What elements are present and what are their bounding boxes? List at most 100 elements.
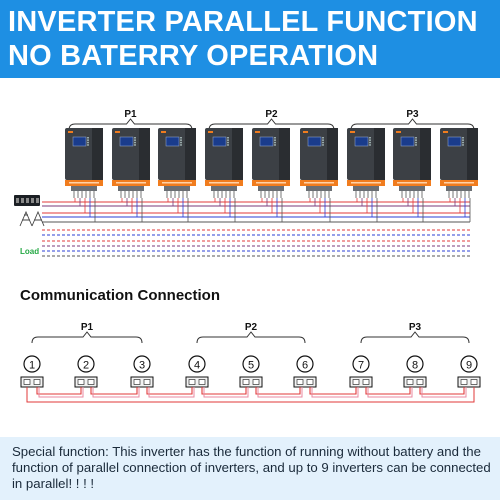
comm-link-pink (203, 387, 249, 398)
inverter-group-p2-brace (208, 118, 335, 131)
communication-title: Communication Connection (20, 287, 220, 304)
inverter-logo (115, 131, 120, 133)
comm-link-red (255, 387, 301, 395)
inverter-unit-9 (440, 128, 478, 198)
inverter-side-panel (467, 128, 478, 180)
comm-group-p3-label: P3 (409, 322, 422, 333)
comm-link-red (146, 387, 193, 395)
inverter-terminal-block (353, 186, 379, 191)
comm-connector (239, 376, 263, 388)
inverter-indicator-led (274, 141, 276, 144)
inverter-indicator-led (87, 141, 89, 144)
comm-connector (20, 376, 44, 388)
inverter-indicator-led (134, 144, 136, 146)
inverter-logo (443, 131, 448, 133)
comm-port-9: 9 (457, 355, 481, 388)
inverter-base-stripe (397, 182, 427, 184)
rj45-socket (23, 379, 31, 385)
inverter-terminal-block (446, 186, 472, 191)
comm-group-p1-label: P1 (81, 322, 94, 333)
inverter-logo (208, 131, 213, 133)
inverter-indicator-led (322, 137, 324, 139)
inverter-logo (396, 131, 401, 133)
rj45-socket (406, 379, 414, 385)
inverter-terminal-block (118, 186, 144, 191)
inverter-terminal-block (258, 186, 284, 191)
rj45-socket (133, 379, 141, 385)
inverter-base-stripe (116, 182, 146, 184)
inverter-indicator-led (180, 144, 182, 146)
header-title-line-1: INVERTER PARALLEL FUNCTION (8, 6, 478, 38)
port-number: 2 (83, 360, 89, 372)
inverter-side-panel (374, 128, 385, 180)
inverter-base-stripe (209, 182, 239, 184)
inverter-indicator-led (134, 139, 136, 141)
inverter-indicator-led (462, 141, 464, 144)
comm-group-p2-label: P2 (245, 322, 258, 333)
rj45-socket (306, 379, 314, 385)
inverter-side-panel (185, 128, 196, 180)
inverter-indicator-led (180, 141, 182, 144)
inverter-unit-4 (205, 128, 243, 198)
inverter-side-panel (92, 128, 103, 180)
inverter-terminal-block (399, 186, 425, 191)
inverter-logo (161, 131, 166, 133)
inverter-indicator-led (415, 137, 417, 139)
inverter-side-panel (279, 128, 290, 180)
inverter-group-p2-label: P2 (265, 109, 278, 120)
port-number-circle (460, 355, 478, 373)
inverter-lcd-screen (400, 136, 415, 147)
inverter-unit-6 (300, 128, 338, 198)
port-number-circle (23, 355, 41, 373)
inverter-terminal-block (71, 186, 97, 191)
comm-connector (74, 376, 98, 388)
inverter-terminal-block (164, 186, 190, 191)
inverter-indicator-led (322, 139, 324, 141)
inverter-base-stripe (444, 182, 474, 184)
header-banner: INVERTER PARALLEL FUNCTION NO BATERRY OP… (0, 0, 500, 78)
inverter-lcd-screen (72, 136, 87, 147)
comm-port-2: 2 (74, 355, 98, 388)
breaker-switch (31, 198, 34, 203)
inverter-side-panel (232, 128, 243, 180)
inverter-base-stripe (162, 182, 192, 184)
inverter-lcd-screen (354, 136, 369, 147)
port-number-circle (242, 355, 260, 373)
comm-link-red (201, 387, 247, 395)
inverter-base-stripe (69, 182, 99, 184)
inverter-indicator-led (369, 141, 371, 144)
footer-panel (0, 437, 500, 500)
inverter-indicator-led (369, 137, 371, 139)
port-number-circle (296, 355, 314, 373)
rj45-socket (352, 379, 360, 385)
rj45-socket (77, 379, 85, 385)
inverter-indicator-led (227, 141, 229, 144)
rj45-socket (143, 379, 151, 385)
inverter-indicator-led (462, 137, 464, 139)
comm-link-pink (38, 387, 84, 398)
comm-port-4: 4 (185, 355, 209, 388)
comm-return-loop (26, 387, 475, 403)
breaker-switch (26, 198, 29, 203)
inverter-indicator-led (274, 139, 276, 141)
inverter-indicator-led (227, 139, 229, 141)
inverter-indicator-led (87, 139, 89, 141)
port-number: 3 (139, 360, 145, 372)
port-number: 5 (248, 360, 254, 372)
comm-port-8: 8 (403, 355, 427, 388)
rj45-socket (252, 379, 260, 385)
comm-group-p3-brace (360, 331, 470, 344)
inverter-logo (255, 131, 260, 133)
comm-connector (349, 376, 373, 388)
port-number: 8 (412, 360, 418, 372)
inverter-indicator-led (322, 141, 324, 144)
port-number-circle (133, 355, 151, 373)
inverter-indicator-led (274, 137, 276, 139)
port-number: 7 (358, 360, 364, 372)
port-number-circle (77, 355, 95, 373)
inverter-unit-8 (393, 128, 431, 198)
comm-port-3: 3 (130, 355, 154, 388)
inverter-indicator-led (180, 137, 182, 139)
inverter-indicator-led (134, 141, 136, 144)
